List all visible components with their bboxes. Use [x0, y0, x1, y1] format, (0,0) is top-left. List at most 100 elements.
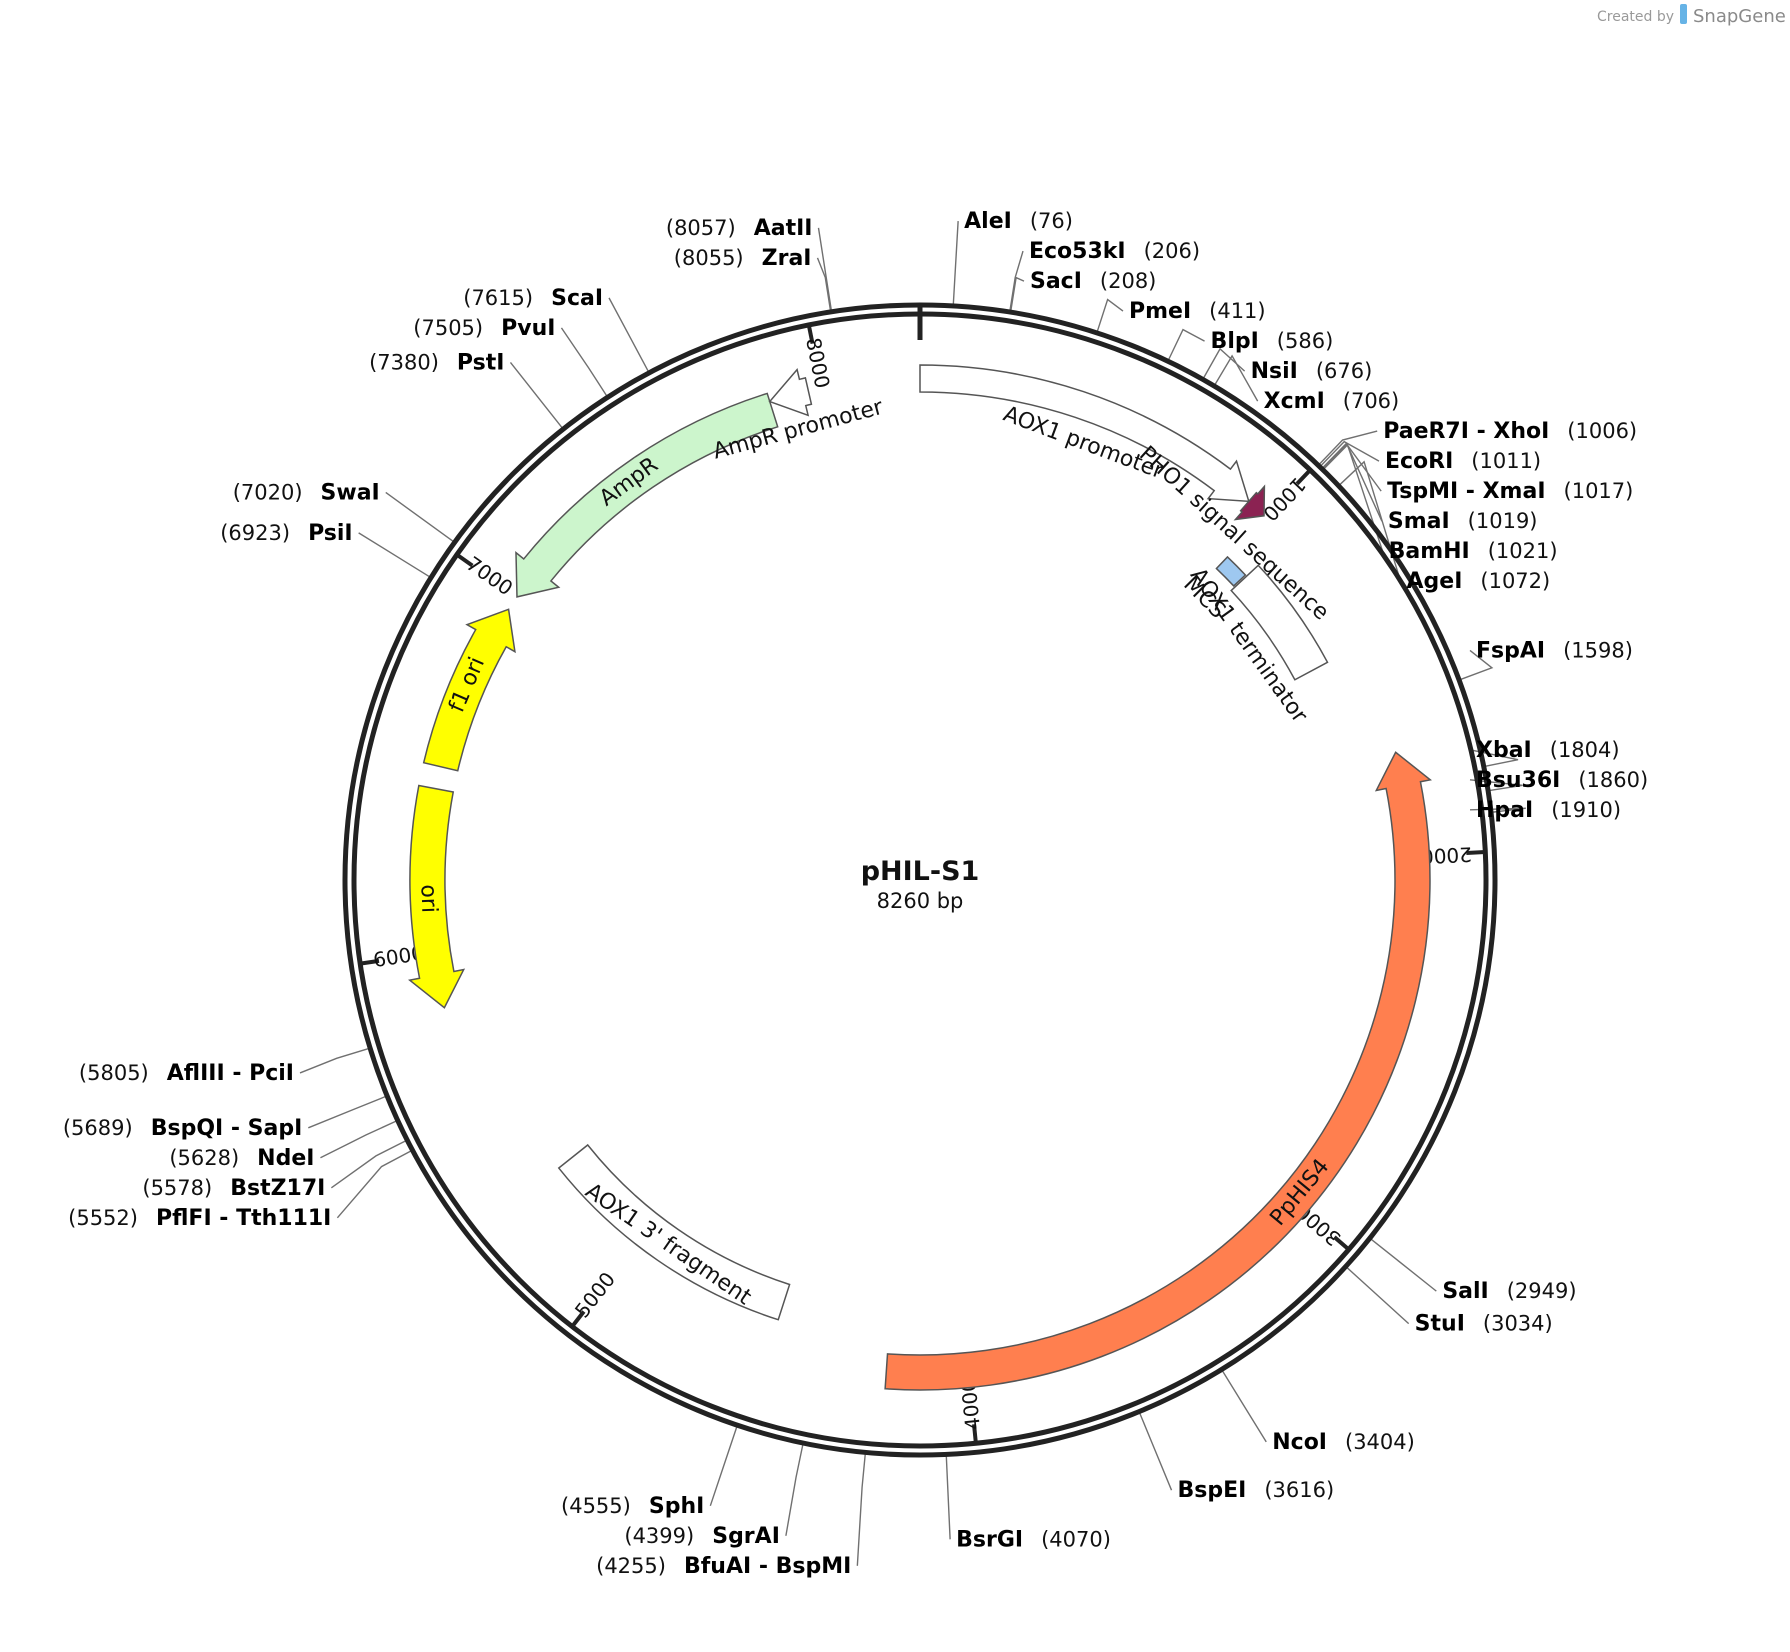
- site-blpi[interactable]: BlpI(586): [1211, 329, 1334, 354]
- site-scai[interactable]: (7615)ScaI: [463, 286, 603, 311]
- leader-afliii: [299, 1048, 369, 1074]
- site-position: (5552): [68, 1206, 138, 1230]
- site-position: (1598): [1563, 638, 1633, 662]
- site-sali[interactable]: SalI(2949): [1442, 1279, 1576, 1304]
- site-bspqi[interactable]: (5689)BspQI - SapI: [63, 1116, 302, 1141]
- site-position: (1006): [1567, 419, 1637, 443]
- site-name: NsiI: [1251, 359, 1298, 384]
- site-position: (411): [1209, 299, 1265, 323]
- site-bsrgi[interactable]: BsrGI(4070): [956, 1527, 1111, 1552]
- credit-brand: SnapGene: [1693, 6, 1786, 27]
- site-name: Bsu36I: [1476, 768, 1560, 793]
- leader-bstz17i: [330, 1140, 406, 1189]
- site-paer7i[interactable]: PaeR7I - XhoI(1006): [1383, 419, 1637, 444]
- site-position: (4555): [561, 1494, 631, 1518]
- site-bsu36i[interactable]: Bsu36I(1860): [1476, 768, 1648, 793]
- leader-eco53ki: [1009, 250, 1024, 311]
- site-name: SacI: [1030, 269, 1082, 294]
- leader-tspmi: [1322, 442, 1382, 492]
- tick-label-7000: 7000: [462, 551, 517, 600]
- leader-saci: [1010, 276, 1025, 311]
- site-name: BfuAI - BspMI: [684, 1554, 851, 1579]
- feature-f1-ori: [422, 608, 516, 772]
- site-psii[interactable]: (6923)PsiI: [220, 521, 352, 546]
- plasmid-center-label: pHIL-S1 8260 bp: [861, 856, 980, 913]
- site-zrai[interactable]: (8055)ZraI: [674, 246, 812, 271]
- site-nsii[interactable]: NsiI (676): [1251, 359, 1373, 384]
- site-position: (706): [1343, 389, 1399, 413]
- site-name: StuI: [1415, 1312, 1465, 1337]
- site-sgrai[interactable]: (4399)SgrAI: [624, 1524, 780, 1549]
- site-position: (76): [1030, 209, 1073, 233]
- site-name: PsiI: [308, 521, 353, 546]
- site-ecori[interactable]: EcoRI(1011): [1385, 449, 1541, 474]
- feature-label-ori: ori: [415, 884, 441, 914]
- leader-bfuai: [856, 1454, 866, 1566]
- site-name: AflIII - PciI: [167, 1061, 294, 1086]
- site-xcmi[interactable]: XcmI(706): [1264, 389, 1400, 414]
- site-swai[interactable]: (7020)SwaI: [233, 480, 380, 505]
- site-hpai[interactable]: HpaI(1910): [1476, 798, 1621, 823]
- site-pflfi[interactable]: (5552) PflFI - Tth111I: [68, 1206, 331, 1231]
- leader-agei: [1339, 460, 1402, 582]
- site-sphi[interactable]: (4555)SphI: [561, 1494, 704, 1519]
- site-position: (5805): [79, 1061, 149, 1085]
- site-ndei[interactable]: (5628)NdeI: [169, 1146, 314, 1171]
- site-pvui[interactable]: (7505)PvuI: [413, 316, 555, 341]
- site-saci[interactable]: SacI(208): [1030, 269, 1156, 294]
- site-bfuai[interactable]: (4255) BfuAI - BspMI: [596, 1554, 851, 1579]
- site-smai[interactable]: SmaI(1019): [1388, 509, 1538, 534]
- site-afliii[interactable]: (5805) AflIII - PciI: [79, 1061, 294, 1086]
- site-alei[interactable]: AleI(76): [964, 209, 1073, 234]
- site-position: (2949): [1507, 1279, 1577, 1303]
- feature-aox1-terminator: [1230, 564, 1329, 681]
- site-stui[interactable]: StuI(3034): [1415, 1312, 1553, 1337]
- site-tspmi[interactable]: TspMI - XmaI(1017): [1387, 479, 1633, 504]
- site-agei[interactable]: AgeI(1072): [1407, 569, 1551, 594]
- tick-mark-1000: [1295, 468, 1312, 486]
- site-name: NcoI: [1272, 1430, 1327, 1455]
- feature-ampr-promoter: [768, 367, 813, 417]
- site-psti[interactable]: (7380)PstI: [369, 350, 504, 375]
- site-aatii[interactable]: (8057)AatII: [666, 216, 813, 241]
- site-ncoi[interactable]: NcoI (3404): [1272, 1430, 1415, 1455]
- tick-mark-5000: [570, 1310, 586, 1328]
- site-position: (1017): [1564, 479, 1634, 503]
- site-bamhi[interactable]: BamHI(1021): [1389, 539, 1558, 564]
- leader-xbai: [1469, 749, 1519, 767]
- tick-mark-6000: [359, 958, 380, 966]
- leader-swai: [385, 491, 454, 542]
- leader-ecori: [1320, 440, 1380, 466]
- site-name: ScaI: [551, 286, 603, 311]
- leader-pvui: [560, 327, 608, 396]
- site-position: (8055): [674, 246, 744, 270]
- feature-aox1-promoter: [919, 364, 1250, 503]
- leader-bsrgi: [945, 1456, 951, 1540]
- site-fspai[interactable]: FspAI(1598): [1476, 638, 1633, 663]
- restriction-sites: (8057)AatII (8055)ZraI (7615)ScaI (7505)Pvu…: [63, 209, 1648, 1579]
- leader-scai: [608, 297, 649, 372]
- site-position: (5689): [63, 1116, 133, 1140]
- feature-mcs: [1215, 555, 1247, 587]
- site-bspei[interactable]: BspEI(3616): [1178, 1478, 1335, 1503]
- site-xbai[interactable]: XbaI(1804): [1476, 738, 1620, 763]
- site-pmei[interactable]: PmeI(411): [1129, 299, 1266, 324]
- leader-fspai: [1460, 649, 1494, 680]
- site-eco53ki[interactable]: Eco53kI(206): [1029, 239, 1200, 264]
- credit-created-by: Created by: [1597, 9, 1674, 25]
- site-name: BstZ17I: [230, 1176, 325, 1201]
- site-name: PflFI - Tth111I: [156, 1206, 331, 1231]
- site-position: (4255): [596, 1554, 666, 1578]
- leader-bspei: [1139, 1413, 1173, 1491]
- site-name: BspEI: [1178, 1478, 1247, 1503]
- leader-xcmi: [1214, 354, 1259, 402]
- feature-pho1-signal-sequence: [1233, 484, 1266, 521]
- leader-pmei: [1096, 298, 1124, 332]
- site-bstz17i[interactable]: (5578)BstZ17I: [142, 1176, 325, 1201]
- site-name: BlpI: [1211, 329, 1259, 354]
- site-position: (8057): [666, 216, 736, 240]
- leader-paer7i: [1319, 430, 1378, 465]
- site-position: (1910): [1551, 798, 1621, 822]
- site-position: (3404): [1345, 1430, 1415, 1454]
- site-position: (676): [1316, 359, 1372, 383]
